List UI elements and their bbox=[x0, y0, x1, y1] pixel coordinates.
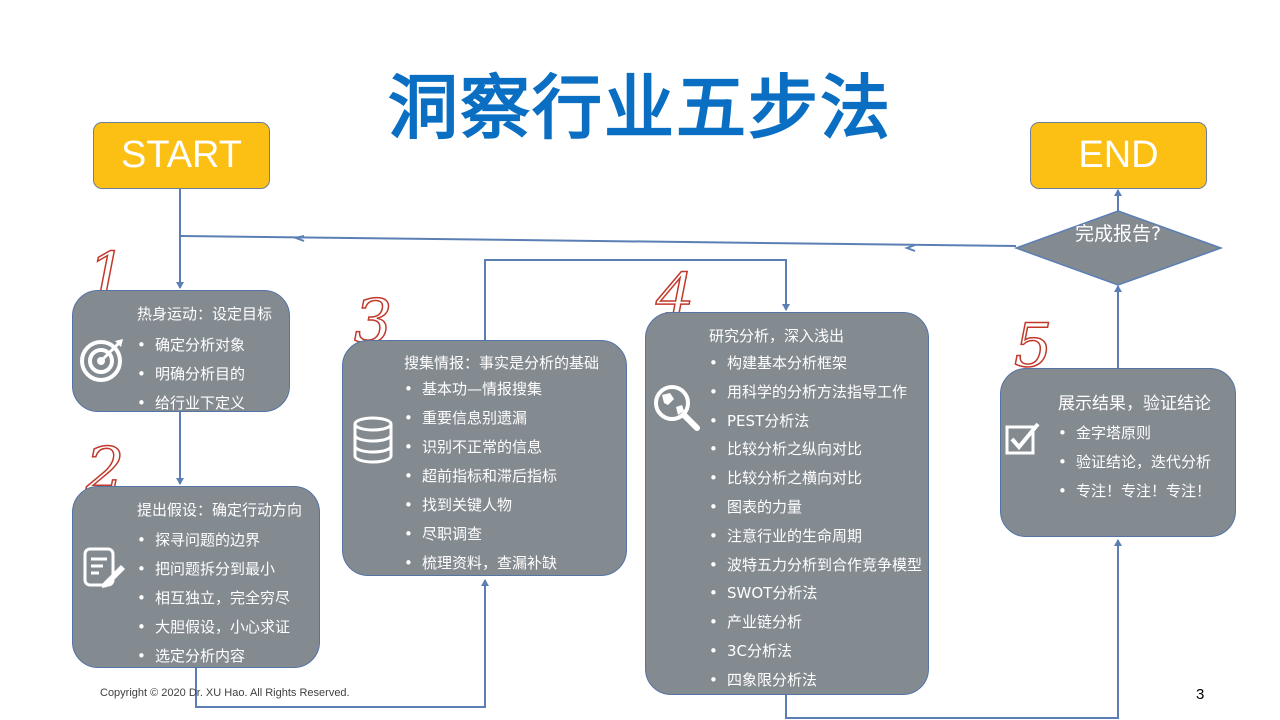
step-item: 注意行业的生命周期 bbox=[709, 522, 922, 551]
decision-label: 完成报告? bbox=[1074, 223, 1162, 245]
end-terminal: END bbox=[1030, 122, 1207, 189]
step-item: 选定分析内容 bbox=[137, 642, 290, 671]
step-item: 比较分析之纵向对比 bbox=[709, 435, 922, 464]
checkbox-icon bbox=[1005, 422, 1040, 455]
step-heading: 研究分析，深入浅出 bbox=[709, 327, 845, 345]
document-edit-icon bbox=[83, 547, 125, 588]
page-number: 3 bbox=[1196, 686, 1205, 703]
step-item: 基本功—情报搜集 bbox=[404, 375, 557, 404]
slide-title: 洞察行业五步法 bbox=[388, 67, 892, 149]
step-item: 探寻问题的边界 bbox=[137, 526, 290, 555]
step-box-2: 提出假设：确定行动方向 探寻问题的边界 把问题拆分到最小 相互独立，完全穷尽 大… bbox=[72, 486, 320, 671]
step-item: 金字塔原则 bbox=[1058, 419, 1211, 448]
target-icon bbox=[80, 339, 123, 382]
step-item: 识别不正常的信息 bbox=[404, 433, 557, 462]
end-label: END bbox=[1078, 134, 1159, 176]
step-heading: 搜集情报：事实是分析的基础 bbox=[404, 354, 600, 372]
step-item: 相互独立，完全穷尽 bbox=[137, 584, 290, 613]
connector-step3-to-step4 bbox=[484, 259, 790, 340]
step-item: 专注！专注！专注！ bbox=[1058, 477, 1211, 506]
globe-search-icon bbox=[654, 385, 700, 431]
step-item: 把问题拆分到最小 bbox=[137, 555, 290, 584]
step-item: 3C分析法 bbox=[709, 637, 922, 666]
step-heading: 热身运动：设定目标 bbox=[137, 305, 273, 323]
step-item: 尽职调查 bbox=[404, 520, 557, 549]
database-icon bbox=[353, 416, 393, 464]
step-heading: 展示结果，验证结论 bbox=[1058, 394, 1211, 414]
step-item: 比较分析之横向对比 bbox=[709, 464, 922, 493]
step-item: 图表的力量 bbox=[709, 493, 922, 522]
step-item: SWOT分析法 bbox=[709, 579, 922, 608]
step-item: 构建基本分析框架 bbox=[709, 349, 922, 378]
step-item: 大胆假设，小心求证 bbox=[137, 613, 290, 642]
connector-decision-loop-back bbox=[180, 235, 1017, 247]
step-box-3: 搜集情报：事实是分析的基础 基本功—情报搜集 重要信息别遗漏 识别不正常的信息 … bbox=[342, 340, 627, 578]
step-item: 找到关键人物 bbox=[404, 491, 557, 520]
step-number-5: 5 bbox=[1013, 311, 1053, 381]
step-item: PEST分析法 bbox=[709, 407, 922, 436]
copyright-footer: Copyright © 2020 Dr. XU Hao. All Rights … bbox=[100, 687, 350, 699]
step-item: 四象限分析法 bbox=[709, 666, 922, 694]
step-item: 验证结论，迭代分析 bbox=[1058, 448, 1211, 477]
step-item: 用科学的分析方法指导工作 bbox=[709, 378, 922, 407]
start-terminal: START bbox=[93, 122, 270, 189]
step-item: 波特五力分析到合作竞争模型 bbox=[709, 551, 922, 580]
step-item: 给行业下定义 bbox=[137, 389, 245, 418]
step-item: 产业链分析 bbox=[709, 608, 922, 637]
decision-diamond bbox=[1013, 210, 1224, 286]
step-item: 梳理资料，查漏补缺 bbox=[404, 549, 557, 578]
connector-step2-to-step3 bbox=[195, 579, 489, 708]
start-label: START bbox=[120, 134, 243, 176]
step-item: 明确分析目的 bbox=[137, 360, 245, 389]
step-box-5: 展示结果，验证结论 金字塔原则 验证结论，迭代分析 专注！专注！专注！ bbox=[1000, 368, 1236, 537]
step-box-4: 研究分析，深入浅出 构建基本分析框架 用科学的分析方法指导工作 PEST分析法 … bbox=[645, 312, 929, 695]
step-item: 超前指标和滞后指标 bbox=[404, 462, 557, 491]
step-item: 确定分析对象 bbox=[137, 331, 245, 360]
connector-step4-to-step5 bbox=[785, 539, 1122, 719]
step-item: 重要信息别遗漏 bbox=[404, 404, 557, 433]
step-box-1: 热身运动：设定目标 确定分析对象 明确分析目的 给行业下定义 bbox=[72, 290, 290, 418]
step-heading: 提出假设：确定行动方向 bbox=[137, 501, 303, 519]
